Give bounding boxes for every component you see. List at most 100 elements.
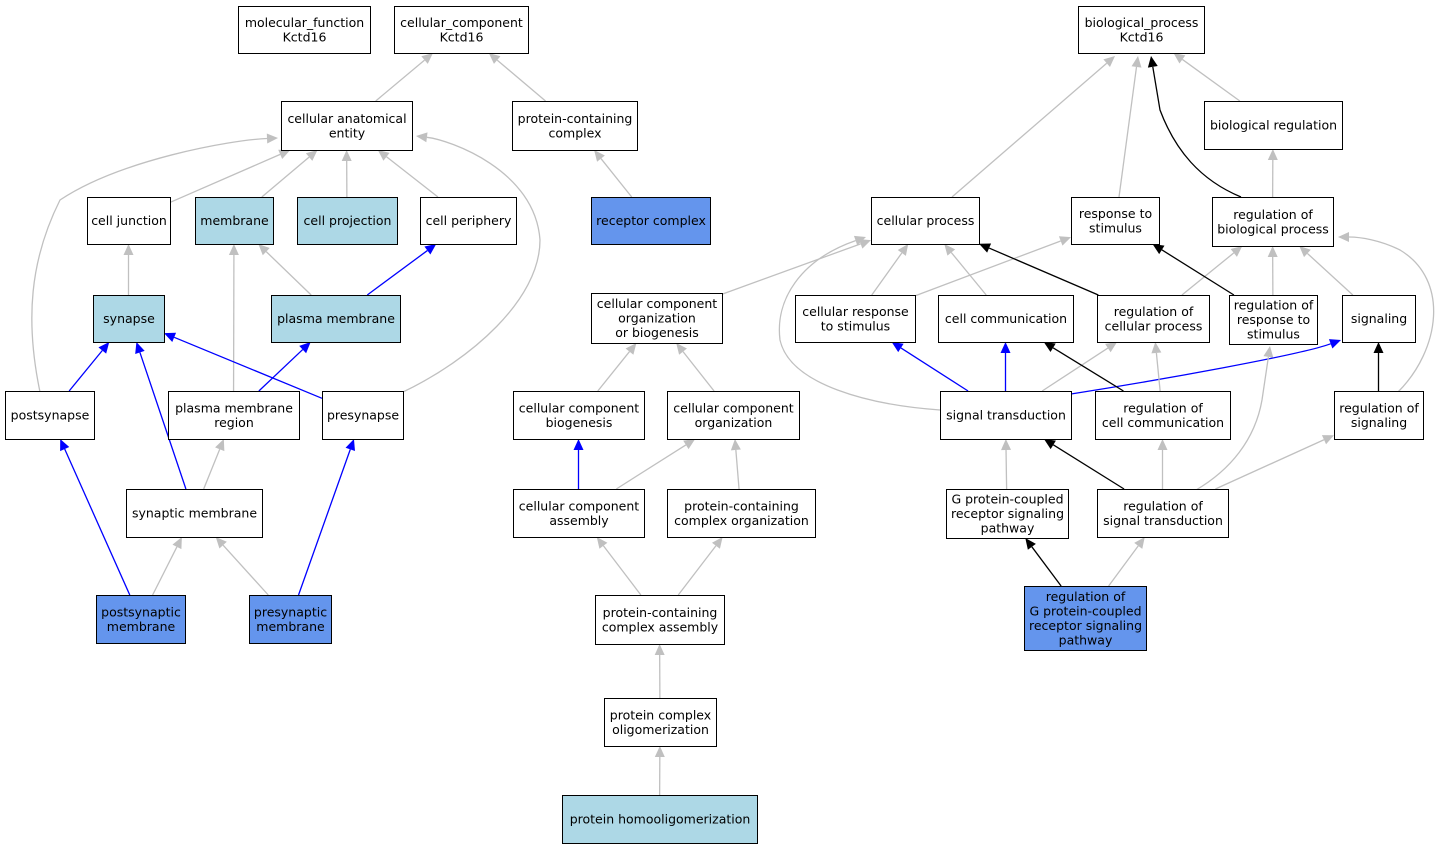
edge-arrowhead	[1058, 236, 1071, 246]
go-term-cellular-process[interactable]: cellular process	[871, 197, 980, 245]
edge-cell_resp_stim-to-response_stimulus	[914, 236, 1071, 297]
go-term-label: cellular component	[673, 400, 793, 415]
edge-line	[68, 350, 103, 392]
edge-postsyn_membrane-to-postsynapse	[60, 439, 131, 596]
go-term-synaptic-membrane[interactable]: synaptic membrane	[126, 489, 263, 538]
edge-line	[1108, 545, 1139, 587]
go-term-label: biological regulation	[1210, 118, 1337, 133]
edge-line	[265, 251, 312, 296]
edge-line	[297, 449, 351, 596]
go-term-box	[604, 698, 717, 747]
edge-arrowhead	[730, 439, 741, 451]
go-term-box	[96, 595, 186, 644]
go-term-label: Kctd16	[1120, 29, 1164, 44]
go-term-box	[512, 101, 638, 151]
edge-arrowhead	[1043, 342, 1056, 353]
edge-line	[721, 243, 861, 295]
go-term-box	[591, 197, 711, 245]
go-term-cell-projection[interactable]: cell projection	[297, 197, 398, 245]
go-term-box	[281, 101, 413, 151]
go-term-synapse[interactable]: synapse	[93, 295, 165, 343]
edge-arrowhead	[1321, 435, 1334, 445]
go-term-label: receptor signaling	[1029, 618, 1142, 633]
edge-plasma_membrane-to-membrane	[258, 244, 312, 296]
edge-arrowhead	[1173, 53, 1186, 64]
edge-arrowhead	[60, 439, 70, 452]
edge-arrowhead	[897, 244, 909, 256]
edge-line	[682, 351, 715, 392]
go-term-membrane[interactable]: membrane	[195, 197, 274, 245]
edge-line	[402, 136, 541, 393]
edge-arrowhead	[135, 342, 145, 355]
edge-synaptic_membrane-to-pm_region	[203, 439, 225, 490]
go-term-label: presynaptic	[254, 604, 327, 619]
go-term-signal-transduction[interactable]: signal transduction	[940, 391, 1072, 440]
edge-arrowhead	[1230, 246, 1243, 257]
go-term-cell-junction[interactable]: cell junction	[87, 197, 171, 245]
edge-arrowhead	[594, 150, 605, 162]
go-term-postsynapse[interactable]: postsynapse	[5, 391, 95, 440]
edge-postsyn_membrane-to-synaptic_membrane	[152, 537, 182, 596]
edge-arrowhead	[596, 537, 608, 549]
edge-line	[950, 252, 987, 296]
go-term-box	[513, 489, 645, 538]
go-term-label: protein homooligomerization	[570, 812, 751, 827]
go-term-box	[1071, 197, 1160, 245]
go-term-signaling[interactable]: signaling	[1342, 295, 1416, 343]
go-term-label: biogenesis	[546, 415, 613, 430]
go-term-receptor-complex[interactable]: receptor complex	[591, 197, 711, 245]
go-term-label: cell projection	[304, 213, 392, 228]
edge-synapse-to-cell_junction	[123, 244, 134, 295]
go-term-box	[297, 197, 398, 245]
edge-signal_transduction-to-cell_comm	[1000, 342, 1011, 391]
edge-arrowhead	[1105, 342, 1118, 353]
go-term-box	[940, 391, 1072, 440]
edge-arrowhead	[1001, 439, 1012, 451]
go-term-plasma-membrane[interactable]: plasma membrane	[271, 295, 401, 343]
go-term-box	[1024, 586, 1147, 651]
go-term-bio-reg[interactable]: biological regulation	[1204, 101, 1343, 150]
go-term-cell-periphery[interactable]: cell periphery	[420, 197, 517, 245]
go-term-box	[126, 489, 263, 538]
go-term-label: postsynapse	[11, 408, 90, 423]
go-term-presynapse[interactable]: presynapse	[322, 391, 404, 440]
go-term-protein-homoolig[interactable]: protein homooligomerization	[562, 795, 758, 844]
edge-pm_region-to-plasma_membrane	[258, 342, 311, 392]
edge-arrowhead	[573, 439, 584, 450]
edge-receptor_complex-to-pcc	[594, 150, 633, 198]
go-term-box	[1342, 295, 1416, 343]
edge-arrowhead	[1299, 246, 1311, 258]
go-term-cell-comm[interactable]: cell communication	[938, 295, 1074, 343]
go-term-label: signaling	[1351, 415, 1407, 430]
go-term-label: biological_process	[1085, 15, 1199, 30]
go-term-label: protein-containing	[684, 498, 799, 513]
edge-line	[602, 545, 642, 596]
edge-reg_signal_transduction-to-signal_transduction	[1043, 439, 1125, 490]
go-term-label: regulation of	[1234, 298, 1314, 313]
